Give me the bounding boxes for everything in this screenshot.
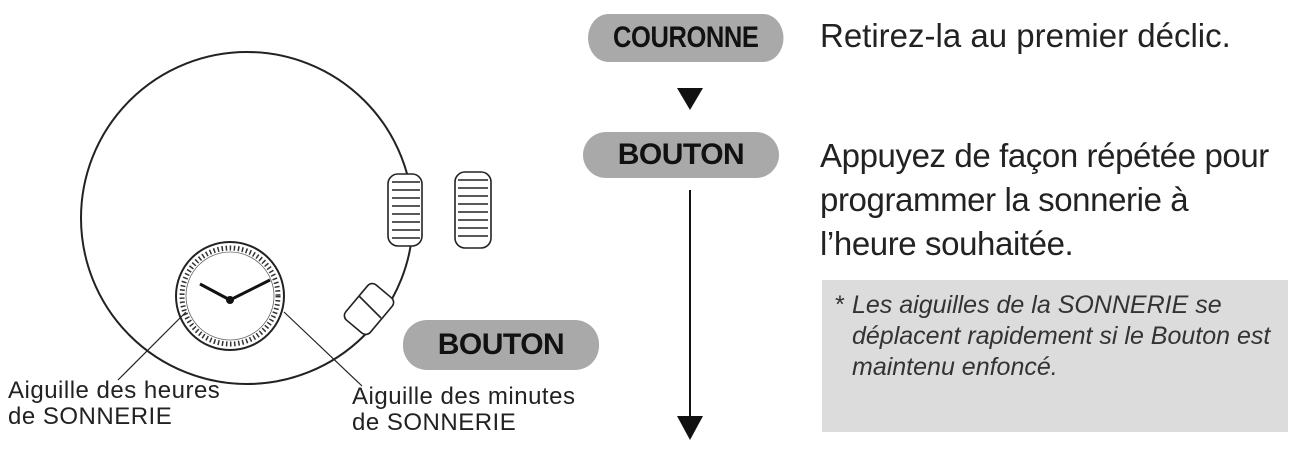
step2-instruction: Appuyez de façon répétée pour programmer… (820, 137, 1269, 262)
step-couronne-pill: COURONNE (588, 14, 784, 62)
step1-instruction: Retirez-la au premier déclic. (820, 17, 1231, 54)
hour-hand-label-line2: de SONNERIE (8, 403, 173, 430)
minute-hand-callout-line (283, 311, 363, 387)
down-arrow-icon (677, 416, 703, 440)
minute-hand-label-line2: de SONNERIE (352, 409, 517, 436)
alarm-hour-hand (199, 282, 231, 302)
note-asterisk: * (834, 291, 844, 319)
note-box: * Les aiguilles de la SONNERIE se déplac… (822, 280, 1288, 432)
note-text: Les aiguilles de la SONNERIE se déplacen… (852, 291, 1271, 381)
watch-bouton-pill: BOUTON (403, 320, 599, 370)
pusher-icon (343, 282, 395, 336)
hour-hand-label: Aiguille des heures de SONNERIE (8, 378, 308, 430)
crown-icon (387, 173, 423, 247)
down-arrow-icon (677, 88, 703, 110)
minute-hand-label: Aiguille des minutes de SONNERIE (352, 384, 652, 436)
flow-arrows (677, 88, 703, 440)
hour-hand-callout-line (117, 311, 187, 381)
watch-illustration (80, 51, 492, 387)
crown-pulled-icon (454, 171, 492, 249)
step-bouton-pill: BOUTON (583, 132, 779, 178)
minute-hand-label-line1: Aiguille des minutes (352, 383, 576, 410)
hour-hand-label-line1: Aiguille des heures (8, 377, 221, 404)
alarm-minute-hand (229, 278, 271, 302)
alarm-subdial (175, 241, 285, 351)
